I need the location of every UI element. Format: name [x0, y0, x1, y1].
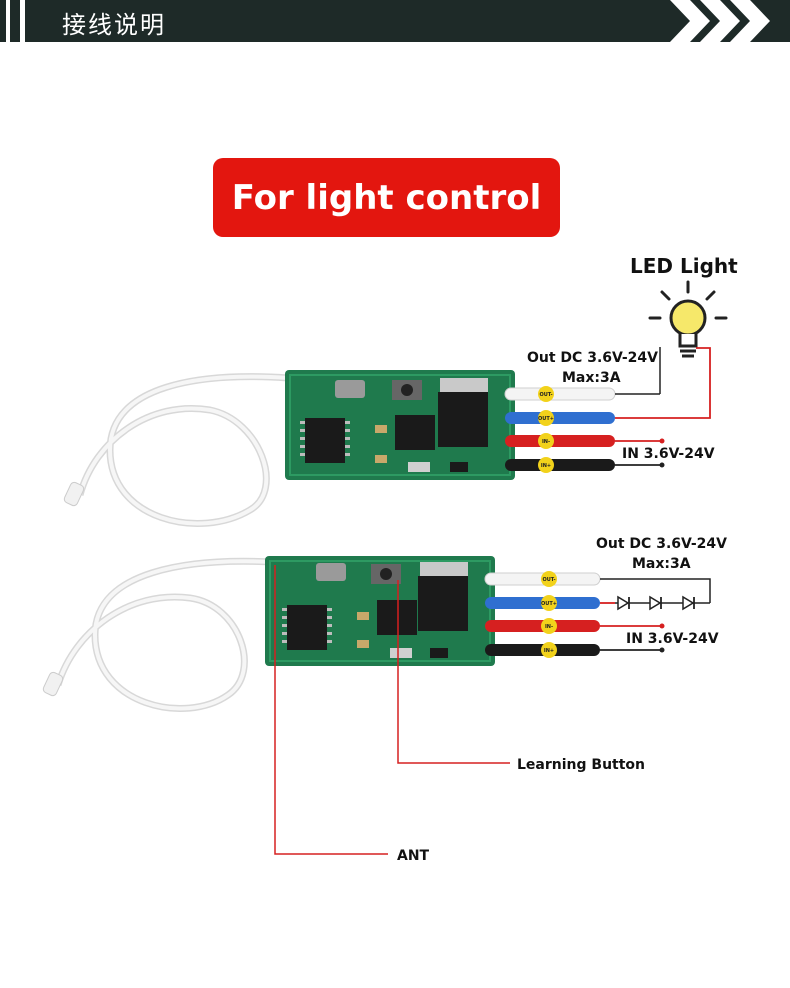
input-voltage-label: IN 3.6V-24V [626, 631, 719, 647]
receiver-module-2 [265, 556, 495, 666]
page-title: 接线说明 [62, 11, 166, 39]
wire-in-minus-1 [505, 435, 665, 447]
wire-out-plus-1 [505, 347, 711, 424]
learning-button-label: Learning Button [517, 757, 645, 773]
pin-label: IN- [542, 439, 550, 445]
wire-in-plus-1 [505, 459, 665, 471]
chevron-right-icon [670, 0, 770, 42]
pin-label: OUT- [539, 392, 552, 398]
output-current-label: Max:3A [562, 370, 621, 386]
pin-label: OUT+ [538, 416, 554, 422]
pin-label: IN- [545, 624, 553, 630]
header-accent-stripe [6, 0, 10, 42]
wire-out-minus-1 [504, 347, 661, 401]
light-control-badge: For light control [213, 158, 560, 237]
pin-labels-1: OUT- OUT+ IN- IN+ [538, 386, 554, 473]
output-voltage-label: Out DC 3.6V-24V [596, 536, 727, 552]
pin-label: IN+ [541, 463, 551, 469]
antenna-label: ANT [397, 848, 430, 864]
input-voltage-label: IN 3.6V-24V [622, 446, 715, 462]
output-current-label: Max:3A [632, 556, 691, 572]
antenna-wire-2 [42, 557, 273, 712]
receiver-module-1 [285, 370, 515, 480]
antenna-wire-1 [63, 373, 289, 527]
header-bar: 接线说明 [0, 0, 790, 42]
pin-label: OUT+ [541, 601, 557, 607]
pin-label: OUT- [542, 577, 555, 583]
pin-label: IN+ [544, 648, 554, 654]
learning-button-callout [397, 580, 510, 764]
header-accent-stripe [20, 0, 25, 42]
output-voltage-label: Out DC 3.6V-24V [527, 350, 658, 366]
led-bulb-icon [648, 280, 728, 358]
pin-labels-2: OUT- OUT+ IN- IN+ [541, 571, 557, 658]
led-diode-chain-icon [615, 595, 710, 611]
led-light-label: LED Light [630, 254, 738, 278]
antenna-callout [274, 565, 388, 855]
